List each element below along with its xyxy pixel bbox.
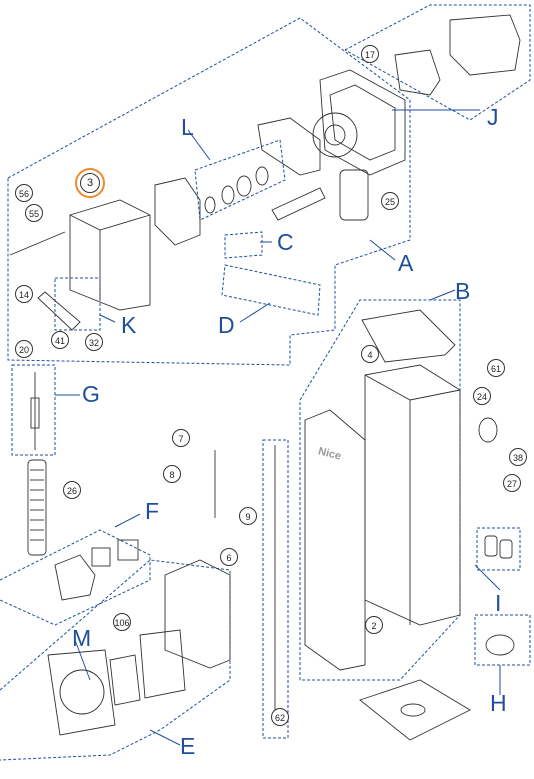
motor-box-3 xyxy=(69,199,151,311)
group-f-outline xyxy=(0,529,151,626)
callout-26: 26 xyxy=(63,481,81,499)
group-label-h: H xyxy=(490,690,507,716)
callout-24: 24 xyxy=(473,387,491,405)
group-a-outline xyxy=(7,17,411,366)
gasket xyxy=(257,117,321,176)
door-panel xyxy=(304,409,366,671)
callout-4: 4 xyxy=(361,345,379,363)
cabinet-2 xyxy=(364,364,461,626)
group-label-d: D xyxy=(218,312,235,338)
group-label-i: I xyxy=(495,590,502,616)
group-label-c: C xyxy=(277,229,294,255)
group-d-outline xyxy=(221,264,321,316)
callout-8: 8 xyxy=(163,465,181,483)
group-62-outline xyxy=(262,439,289,739)
group-e-outline xyxy=(0,559,231,761)
callout-27: 27 xyxy=(503,474,521,492)
callout-41: 41 xyxy=(51,331,69,349)
callout-56: 56 xyxy=(15,184,33,202)
group-label-f: F xyxy=(145,498,160,524)
electronics-box xyxy=(164,559,231,669)
group-label-e: E xyxy=(180,733,196,759)
group-label-j: J xyxy=(487,104,499,130)
callout-32: 32 xyxy=(85,333,103,351)
callout-2: 2 xyxy=(365,616,383,634)
callout-9: 9 xyxy=(239,507,257,525)
callout-3-label: 3 xyxy=(80,173,100,194)
control-board-j2 xyxy=(394,49,441,96)
callout-106: 106 xyxy=(113,613,131,631)
callout-55: 55 xyxy=(25,204,43,222)
group-c-outline xyxy=(224,231,263,259)
callout-17: 17 xyxy=(361,45,379,63)
group-k-outline xyxy=(54,277,101,331)
group-i-outline xyxy=(476,527,521,571)
cover-e xyxy=(47,649,116,736)
group-h-outline xyxy=(474,614,531,666)
control-board-j xyxy=(449,14,521,76)
worm-shaft xyxy=(271,187,326,221)
group-label-k: K xyxy=(121,312,137,338)
group-label-b: B xyxy=(455,278,471,304)
parts-drawing xyxy=(9,14,521,741)
cover-4 xyxy=(361,309,456,363)
board-m xyxy=(109,654,141,706)
group-j-outline xyxy=(344,4,531,121)
transformer-f xyxy=(54,554,96,601)
arm-41 xyxy=(37,291,81,331)
perforated-plate xyxy=(154,177,201,246)
callout-62: 62 xyxy=(271,708,289,726)
callout-61: 61 xyxy=(487,359,505,377)
callout-3-highlighted: 3 xyxy=(75,168,105,198)
group-l-outline xyxy=(194,139,286,221)
gear-wheel xyxy=(312,112,358,158)
group-label-m: M xyxy=(72,625,92,651)
board-106 xyxy=(139,629,186,699)
disc-24 xyxy=(478,417,498,443)
group-label-l: L xyxy=(181,114,194,140)
callout-25: 25 xyxy=(381,192,399,210)
callout-7: 7 xyxy=(172,429,190,447)
callout-38: 38 xyxy=(509,448,527,466)
callout-14: 14 xyxy=(15,285,33,303)
group-label-g: G xyxy=(82,381,100,407)
base-plate xyxy=(359,679,471,741)
callout-20: 20 xyxy=(15,340,33,358)
group-label-a: A xyxy=(398,250,414,276)
group-g-outline xyxy=(11,364,56,456)
motor-25 xyxy=(339,169,369,221)
gearbox-housing xyxy=(319,69,406,176)
callout-6: 6 xyxy=(220,548,238,566)
spring-26 xyxy=(27,459,47,556)
leader-lines xyxy=(55,109,501,746)
